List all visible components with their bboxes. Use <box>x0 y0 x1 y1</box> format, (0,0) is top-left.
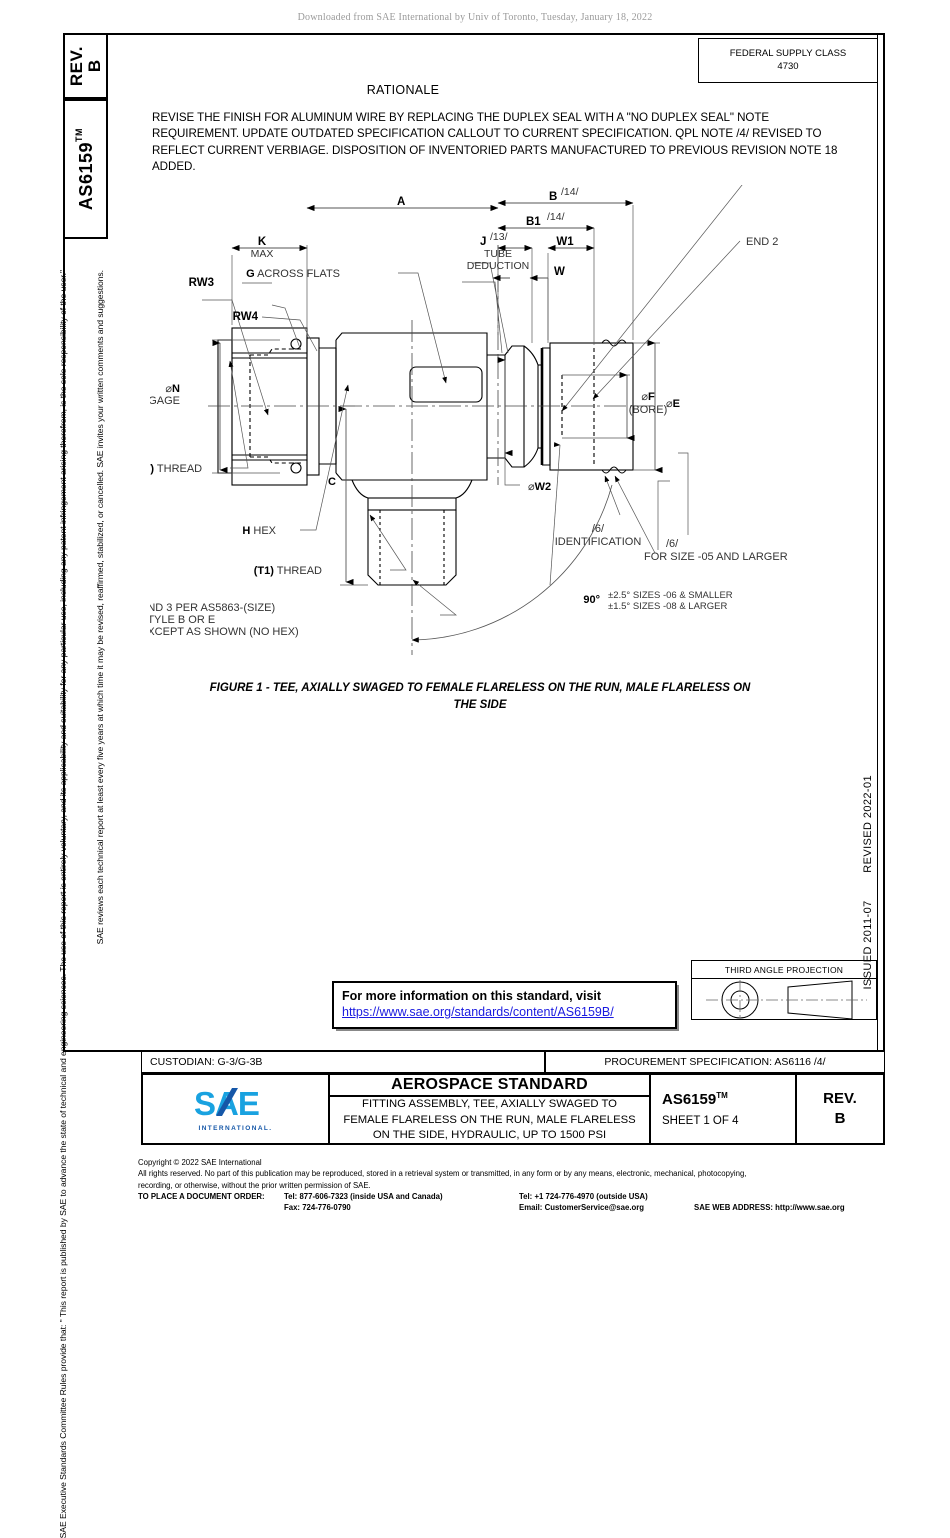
copyright-footer: Copyright © 2022 SAE International All r… <box>138 1157 918 1213</box>
label-h-hex: H HEX <box>242 525 276 537</box>
footer-web-address: SAE WEB ADDRESS: http://www.sae.org <box>694 1203 845 1213</box>
legal-notice-secondary-text: SAE reviews each technical report at lea… <box>95 270 105 945</box>
dim-label-e: ⌀E <box>666 398 680 410</box>
dim-label-tube: TUBE <box>484 248 512 260</box>
more-info-box: For more information on this standard, v… <box>332 981 677 1029</box>
dim-label-gage: GAGE <box>150 395 180 407</box>
figure-caption: FIGURE 1 - TEE, AXIALLY SWAGED TO FEMALE… <box>209 682 751 711</box>
dim-label-k: K <box>258 236 267 248</box>
frame-right-margin <box>877 33 885 1052</box>
dim-label-w: W <box>554 266 565 278</box>
rationale-title: RATIONALE <box>366 83 440 97</box>
title-block-number-col: AS6159TM SHEET 1 OF 4 <box>651 1075 797 1143</box>
label-note6b: /6/ <box>666 538 679 550</box>
dim-label-b: B <box>549 191 557 203</box>
federal-supply-class-box: FEDERAL SUPPLY CLASS 4730 <box>698 38 878 83</box>
label-end3-line3: EXCEPT AS SHOWN (NO HEX) <box>150 626 299 638</box>
standard-type-label: AEROSPACE STANDARD <box>330 1075 649 1098</box>
title-block-doc-number: AS6159 <box>662 1091 717 1108</box>
document-number-box: AS6159TM <box>63 99 108 239</box>
dim-label-bore: (BORE) <box>629 404 668 416</box>
title-block-rev-value: B <box>834 1110 846 1127</box>
description-line-2: FEMALE FLARELESS ON THE RUN, MALE FLAREL… <box>343 1113 636 1126</box>
footer-fax: Fax: 724-776-0790 <box>284 1203 351 1213</box>
legal-notice-primary: SAE Executive Standards Committee Rules … <box>58 270 78 1538</box>
procurement-spec-field: PROCUREMENT SPECIFICATION: AS6116 /4/ <box>545 1050 885 1073</box>
standard-url-link[interactable]: https://www.sae.org/standards/content/AS… <box>342 1005 614 1019</box>
sae-logo: SAE INTERNATIONAL. <box>143 1075 330 1143</box>
footer-copyright: Copyright © 2022 SAE International <box>138 1158 262 1167</box>
issued-revised-text: ISSUED 2011-07 REVISED 2022-01 <box>862 775 876 990</box>
label-identification: IDENTIFICATION <box>555 536 642 548</box>
title-block-tm: TM <box>716 1091 728 1100</box>
more-info-label: For more information on this standard, v… <box>342 989 602 1003</box>
sae-logo-mark: SAE <box>194 1086 260 1122</box>
label-end2: END 2 <box>746 236 778 248</box>
label-angle-90: 90° <box>583 594 600 606</box>
label-thread-t1: (T1) THREAD <box>254 565 322 577</box>
description-line-3: ON THE SIDE, HYDRAULIC, UP TO 1500 PSI <box>372 1128 607 1141</box>
footer-tel-inside: Tel: 877-606-7323 (inside USA and Canada… <box>284 1191 443 1201</box>
revision-label: REV. <box>66 45 86 87</box>
footer-tel-outside: Tel: +1 724-776-4970 (outside USA) <box>519 1191 648 1201</box>
dim-label-deduction: DEDUCTION <box>467 260 529 272</box>
label-tolerance-1: ±2.5° SIZES -06 & SMALLER <box>608 590 733 601</box>
third-angle-projection-symbol <box>706 980 867 1020</box>
dim-note-b1: /14/ <box>547 211 565 223</box>
dim-label-c: C <box>328 476 336 488</box>
dim-label-w2: ⌀W2 <box>528 481 551 493</box>
fsc-label: FEDERAL SUPPLY CLASS <box>729 47 847 59</box>
third-angle-projection-title: THIRD ANGLE PROJECTION <box>692 961 876 979</box>
revised-date: REVISED 2022-01 <box>862 775 874 873</box>
label-note6a: /6/ <box>592 523 605 535</box>
trademark-mark: TM <box>74 127 84 142</box>
sae-logo-subtitle: INTERNATIONAL. <box>198 1125 273 1132</box>
technical-drawing: A K MAX B /14/ B1 /14/ J /13/ TUBE DEDUC… <box>110 162 870 670</box>
dim-label-a: A <box>397 196 405 208</box>
dim-label-rw4: RW4 <box>233 311 259 323</box>
footer-email: Email: CustomerService@sae.org <box>519 1203 645 1213</box>
third-angle-projection-box: THIRD ANGLE PROJECTION <box>691 960 877 1020</box>
title-block-revision-col: REV. B <box>797 1075 883 1143</box>
footer-order-label: TO PLACE A DOCUMENT ORDER: <box>138 1191 265 1201</box>
drawing-frame <box>63 33 885 1052</box>
sheet-number: SHEET 1 OF 4 <box>662 1115 739 1127</box>
dim-label-rw3: RW3 <box>189 277 214 289</box>
dim-label-b1: B1 <box>526 216 541 228</box>
dim-note-b: /14/ <box>561 186 579 198</box>
rationale-body: REVISE THE FINISH FOR ALUMINUM WIRE BY R… <box>152 111 838 174</box>
dim-label-w1: W1 <box>556 236 574 248</box>
dim-note-j: /13/ <box>490 231 508 243</box>
legal-notice-secondary: SAE reviews each technical report at lea… <box>95 270 115 1170</box>
dim-label-f: ⌀F <box>641 391 655 403</box>
download-header: Downloaded from SAE International by Uni… <box>297 12 653 23</box>
fsc-value: 4730 <box>777 60 799 72</box>
revision-value: B <box>84 59 104 73</box>
label-thread-t: (T) THREAD <box>150 463 202 475</box>
dim-label-k-max: MAX <box>251 248 274 260</box>
label-g: G ACROSS FLATS <box>246 268 340 280</box>
footer-rights-line-1: All rights reserved. No part of this pub… <box>138 1169 747 1179</box>
title-block-description-col: AEROSPACE STANDARD FITTING ASSEMBLY, TEE… <box>330 1075 651 1143</box>
dim-label-n: ⌀N <box>165 383 180 395</box>
description-line-1: FITTING ASSEMBLY, TEE, AXIALLY SWAGED TO <box>362 1098 617 1111</box>
label-tolerance-2: ±1.5° SIZES -08 & LARGER <box>608 601 728 612</box>
standard-description: FITTING ASSEMBLY, TEE, AXIALLY SWAGED TO… <box>330 1097 649 1143</box>
footer-rights-line-2: recording, or otherwise, without the pri… <box>138 1180 371 1190</box>
label-end3-line1: END 3 PER AS5863-(SIZE) <box>150 602 275 614</box>
label-for-size: FOR SIZE -05 AND LARGER <box>644 551 788 563</box>
title-block-rev-label: REV. <box>823 1089 857 1107</box>
dim-label-j: J <box>480 236 486 248</box>
custodian-field: CUSTODIAN: G-3/G-3B <box>141 1050 545 1073</box>
document-number: AS6159 <box>76 141 96 211</box>
label-end3-line2: STYLE B OR E <box>150 614 215 626</box>
legal-notice-primary-text: SAE Executive Standards Committee Rules … <box>58 270 68 1538</box>
revision-box: REV. B <box>63 33 108 99</box>
title-block: SAE INTERNATIONAL. AEROSPACE STANDARD FI… <box>141 1073 885 1145</box>
